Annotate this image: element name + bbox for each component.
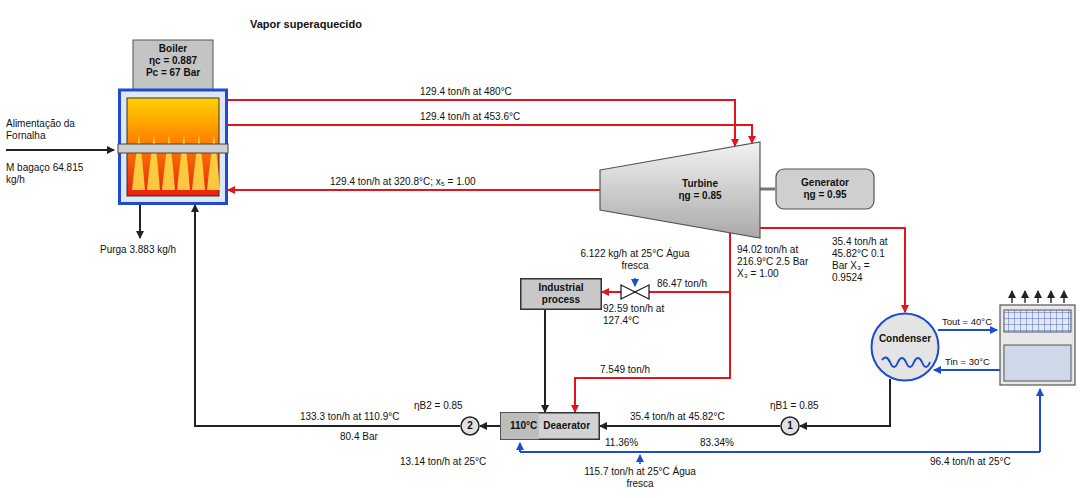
cooling-tower-basin [1004,345,1071,381]
flame [177,135,190,190]
air-arrow [1037,291,1039,303]
node-text: 1 [787,420,793,432]
boiler-stack [133,40,213,90]
node-text: ηc = 0.887 [149,55,197,67]
node-text: Turbine [682,178,718,190]
cooling-water-line [938,329,997,331]
annotation: 11.36% [605,437,638,449]
valve-symbol [621,285,635,299]
deaerator: 110°C Deaerator [500,412,600,440]
pump-body [781,417,799,435]
annotation: Purga 3.883 kg/h [100,244,180,256]
pump-body [461,417,479,435]
pump: 2ηB2 = 0.85 [460,416,480,436]
process-box: Industrial process [520,278,602,310]
annotation: Vapor superaquecido [250,18,362,30]
water-line [519,443,521,452]
node-text: Industrial process [526,282,596,306]
node-text: Deaerator [543,420,590,432]
node-text: Generator [801,177,849,189]
flow-label: 86.47 ton/h [657,278,707,290]
annotation: 6.122 kg/h at 25°C Água fresca [575,248,695,272]
deaerator-section [501,413,539,440]
annotation: M bagaço 64.815 kg/h [6,162,86,186]
boiler-tube [118,144,228,153]
annotation: 94.02 ton/h at 216.9°C 2.5 Bar X₃ = 1.00 [737,244,809,280]
flame [207,135,220,190]
flow-line [602,233,730,292]
annotation: Tout = 40°C [942,316,992,328]
turbine: Turbineηg = 0.85 [600,140,760,240]
pump: 1ηB1 = 0.85 [780,416,800,436]
valve-symbol [635,285,649,299]
condenser-body [872,314,939,381]
condenser: Condenser [870,312,940,382]
flow-line [228,100,735,146]
flow-line [228,125,752,143]
annotation: 83.34% [700,437,734,449]
node-text: Pc = 67 Bar [146,67,200,79]
annotation: 92.59 ton/h at 127.4°C [603,303,679,327]
flame [162,135,175,190]
node-text: 110°C [510,420,537,432]
node-text: ηB2 = 0.85 [414,400,463,412]
flow-label: 129.4 ton/h at 453.6°C [420,111,520,123]
cooling-tower-fill [1004,310,1071,332]
flow-line [228,189,600,191]
flow-label: 35.4 ton/h at 45.82°C [630,411,725,423]
flow-line [195,205,460,426]
condenser-outline [870,312,940,382]
annotation: 13.14 ton/h at 25°C [400,456,486,468]
flow-line [575,233,730,412]
condenser-coil [882,357,930,367]
annotation: 115.7 ton/h at 25°C Água fresca [580,466,700,490]
air-arrow [1063,291,1065,303]
flame [192,135,205,190]
generator: Generatorηg = 0.95 [775,168,875,210]
air-arrow [1050,291,1052,303]
turbine-body [600,142,760,238]
water-line [1039,389,1041,452]
flow-line [760,228,905,312]
purge-arrow [139,205,141,238]
fresh-water-arrow [634,278,636,286]
flow-label: 129.4 ton/h at 320.8°C; x₅ = 1.00 [330,176,476,188]
fuel-feed-arrow [6,149,114,151]
cooling-water-line [934,369,1000,371]
cooling-tower [1000,305,1075,385]
water-line [520,451,1040,453]
node-text: ηg = 0.95 [803,189,846,201]
node-text: ηg = 0.85 [678,190,721,202]
flow-label: 7.549 ton/h [600,364,650,376]
air-arrow [1024,291,1026,303]
generator-body [776,169,874,209]
flow-label: 129.4 ton/h at 480°C [420,86,512,98]
flow-label: 133.3 ton/h at 110.9°C [300,411,399,423]
annotation: 96.4 ton/h at 25°C [930,456,1011,468]
air-arrows [1012,291,1064,303]
annotation: 80.4 Bar [340,431,378,443]
node-text: ηB1 = 0.85 [770,400,819,412]
node-text: Boiler [159,43,187,55]
node-text: 2 [467,420,473,432]
boiler: Boilerηc = 0.887Pc = 67 Bar [118,40,228,205]
process-body [521,279,602,310]
flow-line [600,425,780,427]
air-arrow [1011,291,1013,303]
flame [132,135,145,190]
flow-line [760,188,775,191]
deaerator-body [501,413,600,440]
node-text: Condenser [879,333,931,345]
flow-label: 35.4 ton/h at 45.82°C 0.1 Bar X₃ = 0.952… [832,236,898,284]
annotation: Alimentação da Fornalha [6,118,101,142]
flow-line [480,425,500,427]
annotation: Tin = 30°C [945,356,990,368]
fresh-water-arrow [639,455,641,464]
flow-line [544,310,546,412]
flame [147,135,160,190]
